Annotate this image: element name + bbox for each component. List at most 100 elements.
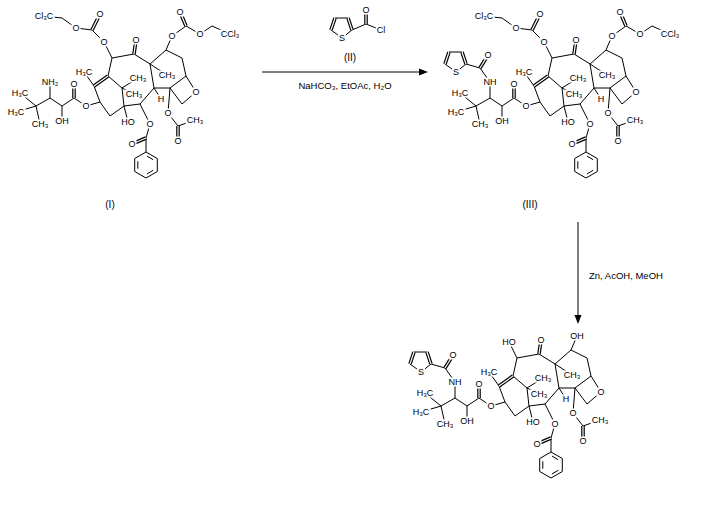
atom-label: H bbox=[157, 95, 166, 104]
atom-label: O bbox=[145, 120, 154, 129]
atom-label: S bbox=[417, 368, 425, 377]
atom-label: CH₃ bbox=[569, 74, 588, 83]
atom-label: O bbox=[615, 8, 624, 17]
arrow-head bbox=[575, 315, 582, 324]
atom-label: S bbox=[338, 34, 346, 43]
atom-label: O bbox=[532, 440, 541, 449]
reagent-label: NaHCO₃, EtOAc, H₂O bbox=[297, 81, 392, 91]
atom-label: CH₃ bbox=[563, 371, 582, 380]
atom-label: H₃C bbox=[447, 108, 466, 117]
atom-label: O bbox=[95, 10, 104, 19]
atom-label: CH₃ bbox=[158, 71, 177, 80]
atom-label: O bbox=[99, 38, 108, 47]
atom-label: H₃C bbox=[416, 389, 435, 398]
atom-label: H₃C bbox=[412, 408, 431, 417]
atom-label: H₃C bbox=[480, 368, 499, 377]
atom-label: O bbox=[175, 8, 184, 17]
atom-label: CCl₃ bbox=[220, 30, 241, 39]
double-bond bbox=[92, 12, 186, 30]
reaction-arrow bbox=[262, 72, 420, 73]
double-bond bbox=[74, 40, 178, 144]
atom-label: O bbox=[613, 137, 622, 146]
atom-label: S bbox=[452, 68, 460, 77]
atom-label: O bbox=[448, 351, 457, 360]
atom-label: O bbox=[578, 437, 587, 446]
atom-label: O bbox=[191, 88, 200, 97]
atom-label: O bbox=[535, 10, 544, 19]
compound-label: (I) bbox=[104, 200, 115, 210]
atom-label: Cl bbox=[376, 26, 387, 35]
atom-label: OH bbox=[54, 117, 70, 126]
atom-label: O bbox=[550, 420, 559, 429]
atom-label: O bbox=[539, 38, 548, 47]
atom-label: CH₃ bbox=[125, 90, 144, 99]
double-bond bbox=[410, 352, 453, 368]
atom-label: CH₃ bbox=[129, 74, 148, 83]
atom-label: O bbox=[361, 6, 370, 15]
atom-label: CH₃ bbox=[31, 120, 50, 129]
arrow-head bbox=[419, 69, 428, 76]
bond-set bbox=[16, 36, 196, 178]
atom-label: CH₃ bbox=[626, 116, 645, 125]
atom-label: O bbox=[71, 24, 80, 33]
structure-iii bbox=[445, 12, 670, 178]
double-bond bbox=[410, 352, 453, 368]
atom-label: O bbox=[596, 388, 605, 397]
double-bond bbox=[92, 12, 186, 30]
atom-label: O bbox=[571, 36, 580, 45]
compound-label: (II) bbox=[343, 53, 357, 63]
atom-label: CCl₃ bbox=[660, 30, 681, 39]
structure-product bbox=[410, 336, 601, 478]
compound-label: (III) bbox=[522, 200, 539, 210]
atom-label: CH₃ bbox=[534, 374, 553, 383]
atom-label: Cl₃C bbox=[474, 12, 495, 21]
atom-label: CH₃ bbox=[186, 116, 205, 125]
atom-label: NH bbox=[448, 378, 463, 387]
atom-label: H₃C bbox=[451, 89, 470, 98]
atom-label: O bbox=[486, 402, 495, 411]
atom-label: HO bbox=[501, 338, 517, 347]
double-bond bbox=[445, 52, 488, 68]
atom-label: NH bbox=[483, 78, 498, 87]
atom-label: H₃C bbox=[11, 89, 30, 98]
double-bond bbox=[74, 40, 178, 144]
atom-label: CH₃ bbox=[530, 390, 549, 399]
atom-label: O bbox=[173, 137, 182, 146]
atom-label: O bbox=[474, 380, 483, 389]
structure-i bbox=[16, 12, 230, 178]
double-bond bbox=[445, 52, 488, 68]
reagent-label: Zn, AcOH, MeOH bbox=[588, 271, 664, 281]
atom-label: H bbox=[597, 95, 606, 104]
double-bond bbox=[479, 340, 583, 444]
bond-set bbox=[456, 36, 636, 178]
atom-label: O bbox=[163, 109, 172, 118]
atom-label: O bbox=[167, 32, 176, 41]
atom-label: O bbox=[585, 120, 594, 129]
atom-label: CH₃ bbox=[436, 420, 455, 429]
atom-label: Cl₃C bbox=[34, 12, 55, 21]
atom-label: NH₂ bbox=[41, 78, 60, 87]
atom-label: O bbox=[511, 24, 520, 33]
atom-label: H₃C bbox=[7, 108, 26, 117]
atom-label: O bbox=[607, 32, 616, 41]
atom-label: OH bbox=[494, 117, 510, 126]
atom-label: H₃C bbox=[75, 68, 94, 77]
atom-label: HO bbox=[525, 418, 541, 427]
atom-label: OH bbox=[459, 417, 475, 426]
atom-label: O bbox=[131, 36, 140, 45]
atom-label: O bbox=[635, 30, 644, 39]
atom-label: CH₃ bbox=[598, 71, 617, 80]
atom-label: O bbox=[69, 80, 78, 89]
atom-label: H₃C bbox=[515, 68, 534, 77]
double-bond bbox=[514, 40, 618, 144]
double-bond bbox=[514, 40, 618, 144]
atom-label: O bbox=[536, 336, 545, 345]
atom-label: O bbox=[509, 80, 518, 89]
atom-label: CH₃ bbox=[591, 416, 610, 425]
double-bond bbox=[532, 12, 626, 30]
atom-label: O bbox=[631, 88, 640, 97]
atom-label: O bbox=[603, 109, 612, 118]
atom-label: O bbox=[81, 102, 90, 111]
atom-label: O bbox=[127, 140, 136, 149]
